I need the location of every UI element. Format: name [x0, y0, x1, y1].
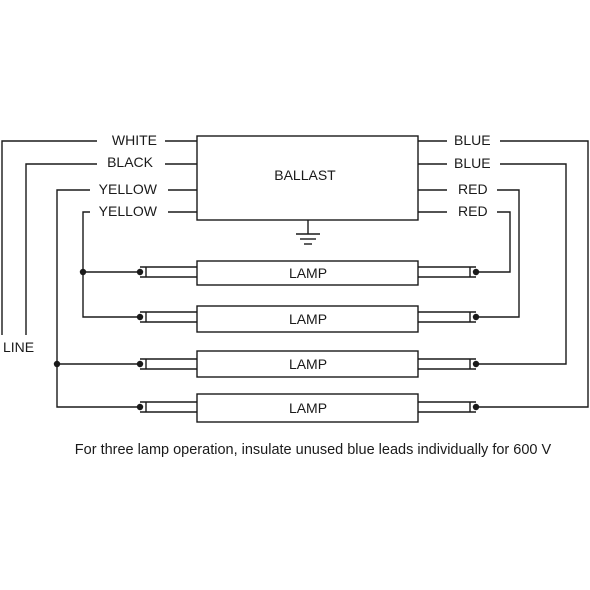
left-lead-stubs — [165, 140, 197, 213]
junction-dot-yellow-1 — [53, 360, 61, 368]
lamp-1: LAMP — [136, 260, 480, 286]
ballast-label: BALLAST — [274, 167, 336, 183]
right-lead-stubs — [418, 140, 447, 213]
lamp-3: LAMP — [136, 350, 480, 378]
white-wire — [1, 140, 97, 335]
yellow-wire-2 — [82, 211, 140, 318]
yellow-wire-1 — [56, 189, 140, 408]
lead-label-red-1: RED — [458, 181, 488, 197]
lead-label-yellow-1: YELLOW — [99, 181, 158, 197]
lamp-label-4: LAMP — [289, 400, 327, 416]
blue-wire-1 — [476, 140, 589, 408]
lead-label-blue-1: BLUE — [454, 132, 491, 148]
ballast-box — [196, 135, 419, 221]
black-wire — [25, 163, 97, 335]
lead-label-blue-2: BLUE — [454, 155, 491, 171]
lamp-label-1: LAMP — [289, 265, 327, 281]
lead-label-white: WHITE — [112, 132, 157, 148]
red-wire-2 — [476, 211, 511, 273]
blue-wire-2 — [476, 163, 567, 365]
red-wire-1 — [476, 189, 520, 318]
lamp-2: LAMP — [136, 305, 480, 333]
lamp-label-3: LAMP — [289, 356, 327, 372]
lead-label-black: BLACK — [107, 154, 154, 170]
lead-label-red-2: RED — [458, 203, 488, 219]
lamp-4: LAMP — [136, 393, 480, 423]
footer-note: For three lamp operation, insulate unuse… — [75, 442, 552, 458]
junction-dot-yellow-2 — [79, 268, 87, 276]
lamp-label-2: LAMP — [289, 311, 327, 327]
line-label: LINE — [3, 339, 34, 355]
lead-label-yellow-2: YELLOW — [99, 203, 158, 219]
ground-icon — [296, 220, 320, 245]
